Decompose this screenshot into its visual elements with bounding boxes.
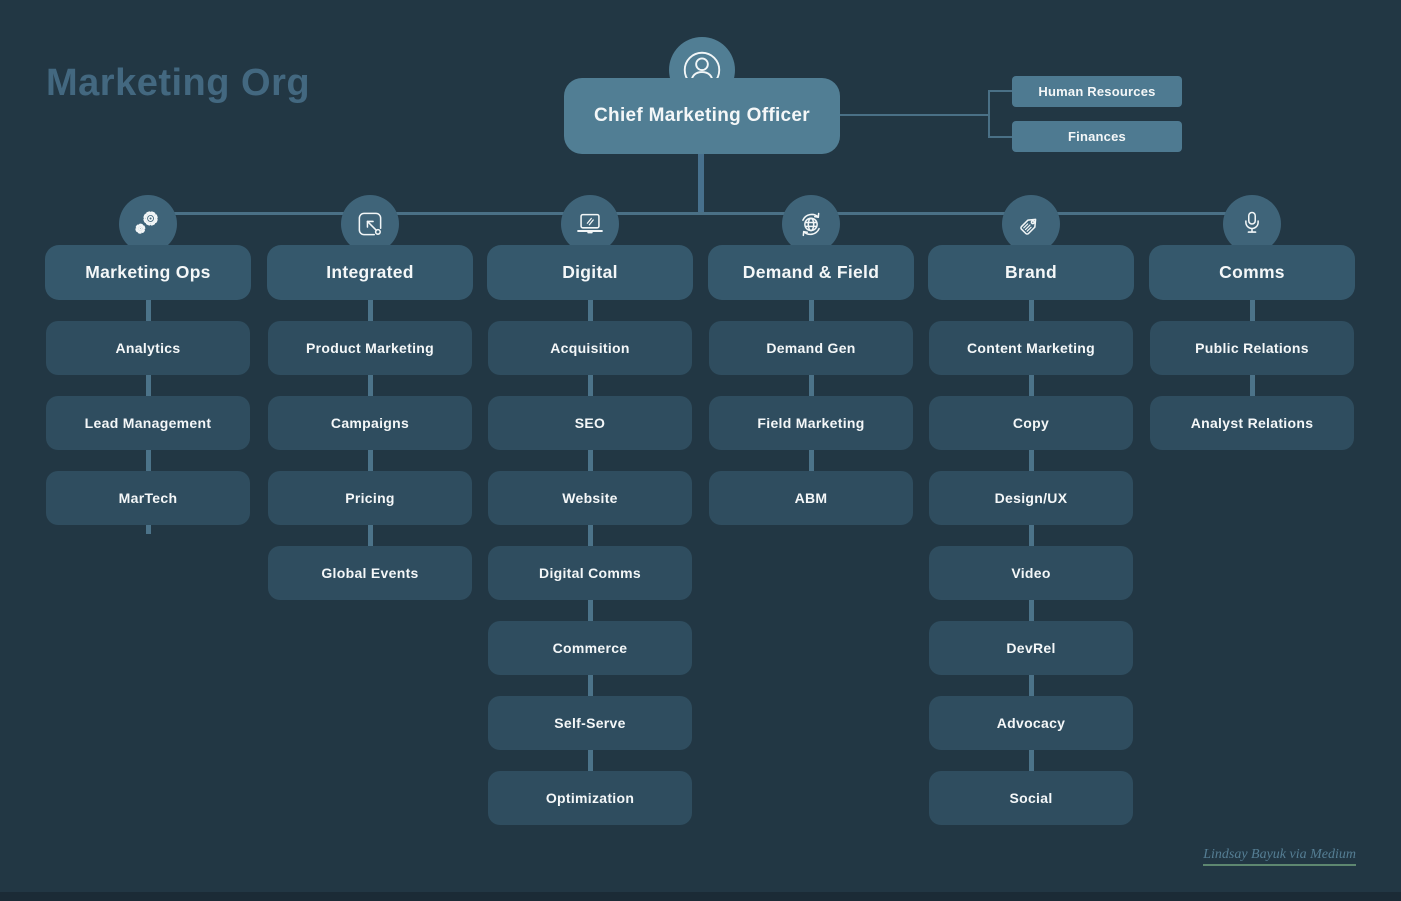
connector-stub	[1028, 675, 1034, 696]
microphone-icon	[1235, 207, 1269, 241]
connector-stub	[587, 375, 593, 396]
connector-stub	[367, 450, 373, 471]
connector-stub	[1028, 300, 1034, 321]
org-node-self-serve: Self-Serve	[488, 696, 692, 750]
org-node-seo: SEO	[488, 396, 692, 450]
node-human-resources: Human Resources	[1012, 76, 1182, 107]
connector-stub	[367, 525, 373, 546]
connector-stub	[1028, 375, 1034, 396]
bottom-bar	[0, 892, 1401, 901]
org-node-field-marketing: Field Marketing	[709, 396, 913, 450]
connector-stub	[1028, 525, 1034, 546]
connector-stub	[587, 600, 593, 621]
connector-stub	[587, 675, 593, 696]
dept-header-comms: Comms	[1149, 245, 1355, 300]
connector-cmo-side-v	[988, 90, 990, 138]
connector-trunk	[148, 212, 1252, 215]
tag-icon	[1014, 207, 1048, 241]
dept-icon-circle	[782, 195, 840, 253]
connector-stub	[808, 300, 814, 321]
dept-icon-circle	[1002, 195, 1060, 253]
org-node-campaigns: Campaigns	[268, 396, 472, 450]
attribution-link[interactable]: Lindsay Bayuk via Medium	[1203, 847, 1356, 866]
node-finances: Finances	[1012, 121, 1182, 152]
org-node-global-events: Global Events	[268, 546, 472, 600]
org-node-content-marketing: Content Marketing	[929, 321, 1133, 375]
laptop-icon	[573, 207, 607, 241]
node-label: Human Resources	[1038, 84, 1156, 99]
org-node-social: Social	[929, 771, 1133, 825]
dept-header-digital: Digital	[487, 245, 693, 300]
org-node-pricing: Pricing	[268, 471, 472, 525]
org-node-video: Video	[929, 546, 1133, 600]
dept-header-marketing-ops: Marketing Ops	[45, 245, 251, 300]
connector-stub	[1249, 300, 1255, 321]
org-node-website: Website	[488, 471, 692, 525]
org-node-copy: Copy	[929, 396, 1133, 450]
connector-stub	[145, 450, 151, 471]
share-arrow-icon	[353, 207, 387, 241]
connector-stub	[808, 375, 814, 396]
connector-stub	[587, 525, 593, 546]
org-node-design-ux: Design/UX	[929, 471, 1133, 525]
page-title: Marketing Org	[46, 62, 311, 104]
connector-stub	[587, 450, 593, 471]
connector-cmo-side-h	[840, 114, 990, 116]
org-node-commerce: Commerce	[488, 621, 692, 675]
org-node-optimization: Optimization	[488, 771, 692, 825]
connector-stub	[1028, 600, 1034, 621]
org-node-devrel: DevRel	[929, 621, 1133, 675]
node-label: Finances	[1068, 129, 1126, 144]
org-node-acquisition: Acquisition	[488, 321, 692, 375]
org-node-abm: ABM	[709, 471, 913, 525]
connector-finances-stub	[989, 136, 1012, 138]
connector-stub	[587, 750, 593, 771]
connector-stub	[1028, 450, 1034, 471]
org-node-analyst-relations: Analyst Relations	[1150, 396, 1354, 450]
dept-header-demand-field: Demand & Field	[708, 245, 914, 300]
org-node-product-marketing: Product Marketing	[268, 321, 472, 375]
connector-stub-trailing	[145, 525, 151, 534]
dept-icon-circle	[119, 195, 177, 253]
connector-stub	[1028, 750, 1034, 771]
org-node-digital-comms: Digital Comms	[488, 546, 692, 600]
connector-stub	[1249, 375, 1255, 396]
org-node-advocacy: Advocacy	[929, 696, 1133, 750]
dept-icon-circle	[341, 195, 399, 253]
connector-stub	[367, 300, 373, 321]
connector-stub	[587, 300, 593, 321]
globe-sync-icon	[794, 207, 828, 241]
connector-stub	[145, 375, 151, 396]
org-node-demand-gen: Demand Gen	[709, 321, 913, 375]
org-node-martech: MarTech	[46, 471, 250, 525]
dept-header-brand: Brand	[928, 245, 1134, 300]
cmo-node: Chief Marketing Officer	[564, 78, 840, 154]
gears-icon	[131, 207, 165, 241]
dept-icon-circle	[561, 195, 619, 253]
connector-stub	[145, 300, 151, 321]
connector-stub	[367, 375, 373, 396]
connector-stub	[808, 450, 814, 471]
dept-icon-circle	[1223, 195, 1281, 253]
connector-hr-stub	[989, 90, 1012, 92]
org-node-lead-management: Lead Management	[46, 396, 250, 450]
connector-cmo-drop	[698, 152, 704, 215]
org-node-public-relations: Public Relations	[1150, 321, 1354, 375]
org-node-analytics: Analytics	[46, 321, 250, 375]
dept-header-integrated: Integrated	[267, 245, 473, 300]
cmo-label: Chief Marketing Officer	[594, 105, 810, 126]
